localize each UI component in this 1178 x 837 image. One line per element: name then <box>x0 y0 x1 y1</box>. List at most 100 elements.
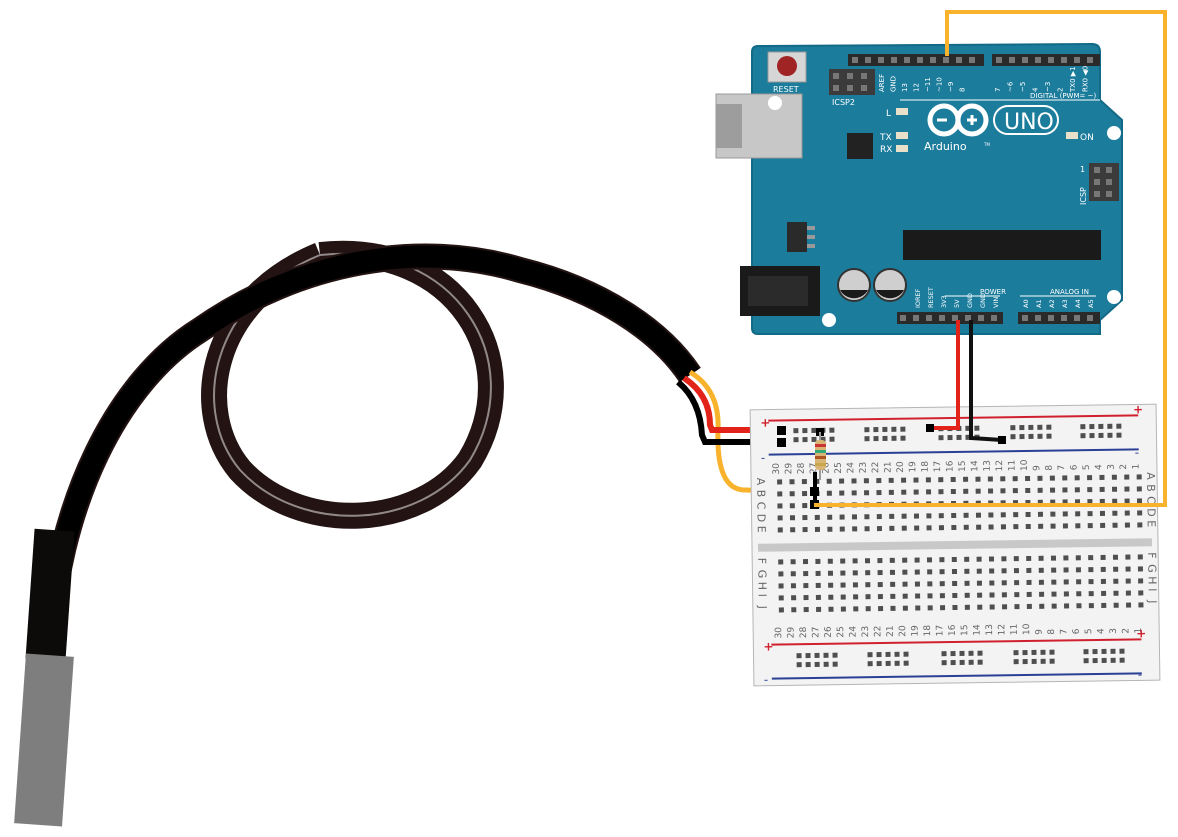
rail-hole <box>885 651 891 657</box>
top-rail-red-line <box>768 414 1139 422</box>
terminal-hole <box>890 605 896 611</box>
terminal-hole <box>777 491 783 497</box>
power-pin-label: 5V <box>953 299 961 308</box>
terminal-hole <box>814 514 820 520</box>
rail-hole <box>1019 434 1025 440</box>
digital-header-right <box>992 54 1100 66</box>
bottom-rail-minus-left: - <box>764 673 769 687</box>
rail-hole <box>1031 649 1037 655</box>
column-number: 6 <box>1069 464 1079 470</box>
top-rail-blue-line <box>768 448 1139 456</box>
top-rail-minus-right: - <box>1135 445 1140 459</box>
terminal-hole <box>790 571 796 577</box>
rail-hole <box>1037 424 1043 430</box>
column-number: 10 <box>1022 623 1032 635</box>
column-number: 18 <box>921 461 931 473</box>
board-pcb <box>751 42 1123 335</box>
rail-hole <box>968 650 974 656</box>
column-number: 16 <box>948 624 958 636</box>
rail-hole <box>882 435 888 442</box>
column-number: 28 <box>799 626 809 638</box>
terminal-hole <box>1063 591 1069 597</box>
terminal-hole <box>852 582 858 588</box>
terminal-hole <box>1136 486 1142 492</box>
rail-hole <box>941 660 947 666</box>
terminal-hole <box>950 476 956 483</box>
analog-pin-label: A2 <box>1048 299 1056 308</box>
rail-hole <box>894 660 900 666</box>
rail-hole <box>1119 648 1125 654</box>
digital-pin-label: GND <box>890 76 898 92</box>
terminal-hole <box>1124 522 1130 528</box>
terminal-strip-holes <box>777 474 1144 613</box>
terminal-hole <box>1099 474 1105 480</box>
rail-hole <box>1049 649 1055 655</box>
column-number: 26 <box>824 626 834 638</box>
rail-hole <box>802 437 808 443</box>
terminal-hole <box>964 556 970 562</box>
terminal-hole <box>1001 568 1007 574</box>
terminal-hole <box>802 491 808 497</box>
breadboard-center-channel <box>757 538 1153 552</box>
terminal-hole <box>790 559 796 565</box>
terminal-hole <box>939 557 945 563</box>
column-number: 15 <box>958 460 968 472</box>
terminal-hole <box>914 525 920 531</box>
terminal-hole <box>1075 567 1081 573</box>
terminal-hole <box>790 527 796 533</box>
header-pin <box>852 57 858 63</box>
terminal-hole <box>1026 567 1032 574</box>
rail-hole <box>903 651 909 657</box>
column-number: 16 <box>945 460 955 472</box>
terminal-hole <box>890 581 896 587</box>
terminal-hole <box>952 604 958 611</box>
rail-hole <box>1049 658 1055 664</box>
digital-pin-holes <box>852 57 1093 63</box>
column-number: 21 <box>886 625 896 637</box>
top-rail-plus-right: + <box>1133 402 1143 416</box>
terminal-hole <box>914 581 920 587</box>
rail-hole <box>900 435 906 441</box>
terminal-hole <box>801 479 807 485</box>
column-number: 18 <box>923 625 933 637</box>
terminal-hole <box>777 515 783 521</box>
column-number: 30 <box>772 463 782 475</box>
lead-endpoint-black <box>777 438 786 447</box>
terminal-hole <box>914 557 920 563</box>
terminal-hole <box>839 478 845 484</box>
column-number: 22 <box>873 626 883 638</box>
terminal-hole <box>865 582 871 588</box>
rail-hole <box>1046 424 1052 430</box>
row-letter: B <box>754 490 767 498</box>
terminal-hole <box>789 515 796 521</box>
rail-hole <box>1010 425 1016 431</box>
column-number: 14 <box>970 460 980 472</box>
digital-pin-label: 4 <box>1032 87 1040 92</box>
row-letter: A <box>1144 472 1157 480</box>
rail-hole <box>1110 648 1116 654</box>
terminal-hole <box>802 515 808 521</box>
terminal-hole <box>1076 603 1082 609</box>
row-letter: J <box>756 605 769 609</box>
terminal-hole <box>1074 487 1080 493</box>
rail-hole <box>885 660 891 666</box>
terminal-hole <box>913 477 919 483</box>
terminal-hole <box>1087 511 1093 517</box>
terminal-hole <box>889 569 896 575</box>
rail-hole <box>882 426 888 433</box>
header-pin <box>1087 57 1093 63</box>
icsp2-label: ICSP2 <box>832 98 855 107</box>
power-title: POWER <box>980 288 1006 296</box>
header-pin <box>1022 57 1028 63</box>
digital-pin-label: 13 <box>901 83 909 92</box>
terminal-hole <box>865 606 871 612</box>
power-analog-pin-holes <box>900 315 1093 321</box>
terminal-hole <box>1112 510 1118 516</box>
terminal-hole <box>1050 523 1056 529</box>
terminal-hole <box>1124 486 1130 492</box>
terminal-hole <box>828 594 834 600</box>
terminal-hole <box>951 512 957 519</box>
terminal-hole <box>1014 580 1020 586</box>
